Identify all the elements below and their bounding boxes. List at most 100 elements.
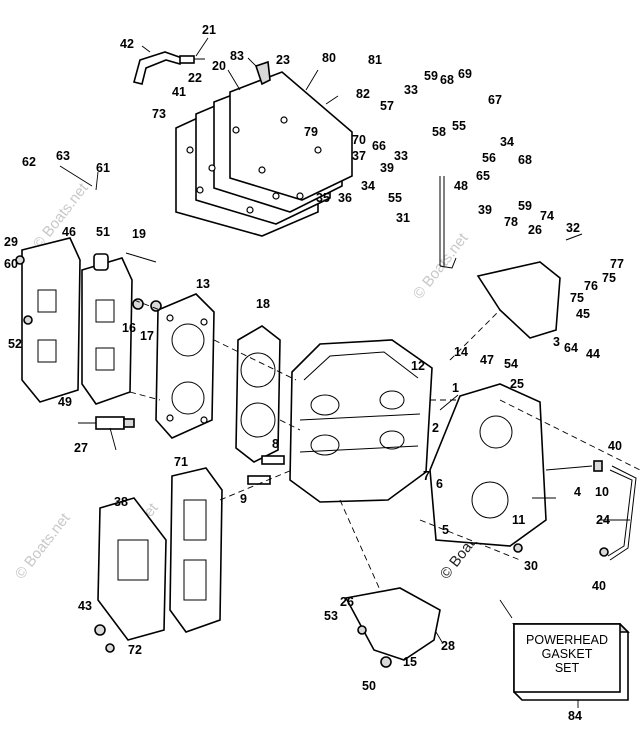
powerhead-gasket-set-box: POWERHEAD GASKET SET 84 bbox=[512, 623, 630, 723]
callout-24: 24 bbox=[596, 513, 610, 527]
callout-68-lower: 68 bbox=[518, 153, 532, 167]
callout-73: 73 bbox=[152, 107, 166, 121]
callout-10: 10 bbox=[595, 485, 609, 499]
callout-55-upper: 55 bbox=[452, 119, 466, 133]
callout-42: 42 bbox=[120, 37, 134, 51]
callout-76: 76 bbox=[584, 279, 598, 293]
callout-72: 72 bbox=[128, 643, 142, 657]
callout-39-lower: 39 bbox=[478, 203, 492, 217]
callout-45: 45 bbox=[576, 307, 590, 321]
callout-1: 1 bbox=[452, 381, 459, 395]
head-cover-and-gasket bbox=[21, 237, 133, 405]
callout-numbers: 1 2 3 4 5 6 7 8 9 10 11 12 13 14 15 16 1… bbox=[4, 23, 624, 693]
callout-6: 6 bbox=[436, 477, 443, 491]
callout-9: 9 bbox=[240, 492, 247, 506]
callout-26-upper: 26 bbox=[528, 223, 542, 237]
callout-61: 61 bbox=[96, 161, 110, 175]
callout-40-upper: 40 bbox=[608, 439, 622, 453]
callout-83: 83 bbox=[230, 49, 244, 63]
callout-59-upper: 59 bbox=[424, 69, 438, 83]
spark-plug bbox=[78, 416, 135, 430]
callout-32: 32 bbox=[566, 221, 580, 235]
kit-line-2: GASKET bbox=[542, 647, 593, 661]
leader-lines bbox=[59, 37, 630, 643]
callout-31: 31 bbox=[396, 211, 410, 225]
callout-4: 4 bbox=[574, 485, 581, 499]
callout-58: 58 bbox=[432, 125, 446, 139]
callout-21: 21 bbox=[202, 23, 216, 37]
callout-37: 37 bbox=[352, 149, 366, 163]
callout-41: 41 bbox=[172, 85, 186, 99]
callout-80: 80 bbox=[322, 51, 336, 65]
callout-12: 12 bbox=[411, 359, 425, 373]
fitting-83 bbox=[254, 60, 271, 86]
callout-63: 63 bbox=[56, 149, 70, 163]
callout-53: 53 bbox=[324, 609, 338, 623]
callout-75-upper: 75 bbox=[602, 271, 616, 285]
callout-22: 22 bbox=[188, 71, 202, 85]
callout-44: 44 bbox=[586, 347, 600, 361]
thermostat bbox=[93, 253, 109, 271]
callout-59-lower: 59 bbox=[518, 199, 532, 213]
callout-74: 74 bbox=[540, 209, 554, 223]
callout-33-lower: 33 bbox=[394, 149, 408, 163]
callout-48: 48 bbox=[454, 179, 468, 193]
callout-66: 66 bbox=[372, 139, 386, 153]
callout-52: 52 bbox=[8, 337, 22, 351]
callout-62: 62 bbox=[22, 155, 36, 169]
callout-71: 71 bbox=[174, 455, 188, 469]
callout-34-right: 34 bbox=[500, 135, 514, 149]
callout-19: 19 bbox=[132, 227, 146, 241]
callout-77: 77 bbox=[610, 257, 624, 271]
callout-2: 2 bbox=[432, 421, 439, 435]
callout-54: 54 bbox=[504, 357, 518, 371]
callout-60: 60 bbox=[4, 257, 18, 271]
callout-79: 79 bbox=[304, 125, 318, 139]
callout-81: 81 bbox=[368, 53, 382, 67]
kit-number: 84 bbox=[568, 709, 582, 723]
callout-70: 70 bbox=[352, 133, 366, 147]
callout-38: 38 bbox=[114, 495, 128, 509]
callout-65: 65 bbox=[476, 169, 490, 183]
callout-20: 20 bbox=[212, 59, 226, 73]
dowel-pin-8 bbox=[261, 455, 285, 465]
callout-49: 49 bbox=[58, 395, 72, 409]
callout-25: 25 bbox=[510, 377, 524, 391]
callout-14: 14 bbox=[454, 345, 468, 359]
callout-40-lower: 40 bbox=[592, 579, 606, 593]
callout-64: 64 bbox=[564, 341, 578, 355]
callout-5: 5 bbox=[442, 523, 449, 537]
callout-16: 16 bbox=[122, 321, 136, 335]
crankcase-half bbox=[429, 383, 547, 547]
cable-bracket bbox=[476, 261, 561, 339]
callout-46: 46 bbox=[62, 225, 76, 239]
cylinder-head bbox=[155, 293, 215, 439]
callout-13: 13 bbox=[196, 277, 210, 291]
kit-line-3: SET bbox=[555, 661, 580, 675]
callout-18: 18 bbox=[256, 297, 270, 311]
intake-cover-and-gasket bbox=[97, 467, 223, 641]
callout-56: 56 bbox=[482, 151, 496, 165]
callout-50: 50 bbox=[362, 679, 376, 693]
alignment-lines bbox=[129, 299, 640, 591]
hose-and-fitting bbox=[133, 51, 205, 85]
callout-47: 47 bbox=[480, 353, 494, 367]
dowel-pin-9 bbox=[247, 475, 271, 485]
callout-27: 27 bbox=[74, 441, 88, 455]
callout-23: 23 bbox=[276, 53, 290, 67]
callout-11: 11 bbox=[512, 513, 525, 527]
callout-35: 35 bbox=[316, 191, 330, 205]
exhaust-plate-stack bbox=[175, 71, 353, 237]
callout-69: 69 bbox=[458, 67, 472, 81]
callout-26-lower: 26 bbox=[340, 595, 354, 609]
callout-30: 30 bbox=[524, 559, 538, 573]
callout-36: 36 bbox=[338, 191, 352, 205]
bracket-28 bbox=[344, 587, 441, 661]
callout-7: 7 bbox=[423, 469, 430, 483]
callout-28: 28 bbox=[441, 639, 455, 653]
callout-33-upper: 33 bbox=[404, 83, 418, 97]
throttle-rod bbox=[439, 176, 457, 269]
callout-34-left: 34 bbox=[361, 179, 375, 193]
callout-51: 51 bbox=[96, 225, 110, 239]
